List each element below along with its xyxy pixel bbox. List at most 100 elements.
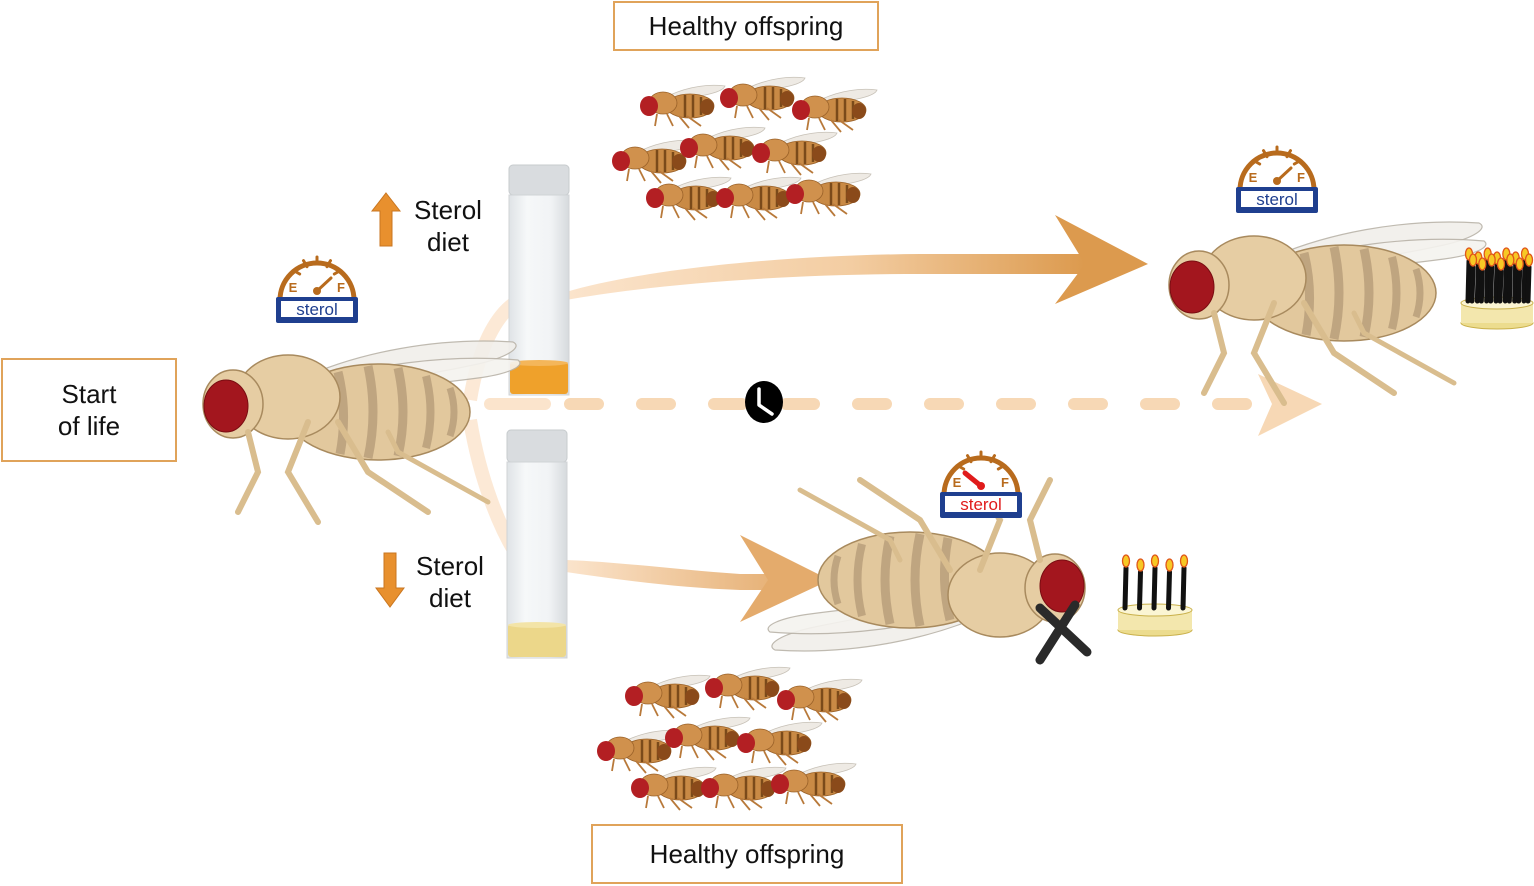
candle-flame [1478, 257, 1487, 271]
candle [1122, 565, 1129, 611]
gauge-tick [956, 464, 966, 471]
low-sterol-food [508, 624, 566, 657]
low-diet-line1: Sterol [416, 551, 484, 581]
gauge-pivot [313, 287, 321, 295]
birthday-cake-long-life-icon [1460, 247, 1534, 330]
low-sterol-tube [506, 429, 568, 659]
healthy-offspring-top-box: Healthy offspring [613, 1, 879, 51]
candle-flame [1136, 558, 1145, 572]
high-diet-line2: diet [427, 227, 469, 257]
candle [1478, 268, 1485, 304]
gauge-full-label: F [337, 280, 345, 295]
gauge-tick [292, 269, 302, 276]
arrow-down-icon [375, 552, 405, 608]
gauge-empty-label: E [953, 475, 962, 490]
gauge-sterol-label: sterol [1256, 190, 1298, 209]
clock-icon [745, 381, 783, 423]
candle [1180, 565, 1187, 611]
high-sterol-diet-label: Sterol diet [408, 194, 488, 258]
dead-fly [768, 470, 1085, 651]
candle [1497, 268, 1504, 304]
gauge-tick [966, 454, 973, 464]
candle [1506, 264, 1513, 304]
high-sterol-food [510, 362, 568, 394]
offspring-group-bottom [595, 666, 864, 812]
offspring-group-top [610, 76, 879, 222]
candle-flame [1121, 554, 1131, 568]
candle [1516, 268, 1523, 304]
candle-flame [1515, 257, 1524, 271]
candle-flame [1165, 558, 1174, 572]
offspring-fly [703, 666, 792, 712]
gauge-label-bg [281, 301, 353, 317]
healthy-offspring-bottom-label: Healthy offspring [649, 839, 845, 869]
offspring-fly [663, 716, 752, 762]
high-diet-line1: Sterol [414, 195, 482, 225]
healthy-offspring-bottom-box: Healthy offspring [591, 824, 903, 884]
candle-flame [1179, 554, 1189, 568]
healthy-offspring-top-label: Healthy offspring [648, 11, 844, 41]
candle-flame [1150, 554, 1160, 568]
low-sterol-arrow [566, 535, 830, 622]
gauge-tick [1262, 149, 1269, 159]
gauge-tick [1292, 159, 1302, 166]
gauge-tick [1252, 159, 1262, 166]
gauge-label-bg [945, 496, 1017, 512]
offspring-fly [718, 76, 807, 122]
candle [1493, 262, 1500, 304]
time-dashed-arrow [484, 374, 1322, 436]
candle [1469, 264, 1476, 304]
candle-flame [1524, 253, 1534, 267]
gauge-empty-label: E [289, 280, 298, 295]
offspring-fly [678, 126, 767, 172]
candle [1465, 258, 1472, 304]
candle-flame [1506, 253, 1515, 267]
start-of-life-box: Start of life [1, 358, 177, 462]
gauge-pivot [1273, 177, 1281, 185]
gauge-empty-label: E [1249, 170, 1258, 185]
low-diet-line2: diet [429, 583, 471, 613]
start-of-life-line2: of life [57, 411, 121, 441]
candle [1512, 262, 1519, 304]
gauge-full-label: F [1297, 170, 1305, 185]
offspring-fly [775, 678, 864, 724]
candle [1474, 262, 1481, 304]
candle [1521, 258, 1528, 304]
gauge-tick [996, 464, 1006, 471]
offspring-fly [623, 674, 712, 720]
candle [1502, 258, 1509, 304]
gauge-tick [325, 259, 332, 269]
birthday-cake-short-life-icon [1117, 554, 1193, 637]
gauge-sterol-label: sterol [960, 495, 1002, 514]
candle [1484, 258, 1491, 304]
low-sterol-diet-label: Sterol diet [410, 550, 490, 614]
candle [1151, 565, 1158, 611]
candle [1166, 569, 1172, 611]
long-lived-fly [1169, 222, 1486, 403]
gauge-sterol-label: sterol [296, 300, 338, 319]
candle [1137, 569, 1143, 611]
high-sterol-arrow [566, 215, 1148, 304]
offspring-fly [735, 721, 824, 767]
offspring-fly [638, 84, 727, 130]
gauge-tick [989, 454, 996, 464]
gauge-tick [302, 259, 309, 269]
gauge-full-label: F [1001, 475, 1009, 490]
gauge-tick [1285, 149, 1292, 159]
gauge-pivot [977, 482, 985, 490]
start-of-life-line1: Start [61, 379, 117, 409]
candle [1488, 264, 1495, 304]
gauge-label-bg [1241, 191, 1313, 207]
candle-flame [1496, 257, 1506, 271]
offspring-fly [790, 88, 879, 134]
candle-flame [1468, 253, 1478, 267]
candle [1525, 264, 1532, 304]
candle-flame [1487, 253, 1496, 267]
gauge-tick [332, 269, 342, 276]
offspring-fly [750, 131, 839, 177]
dead-x-icon [1035, 600, 1092, 665]
arrow-up-icon [370, 192, 402, 247]
